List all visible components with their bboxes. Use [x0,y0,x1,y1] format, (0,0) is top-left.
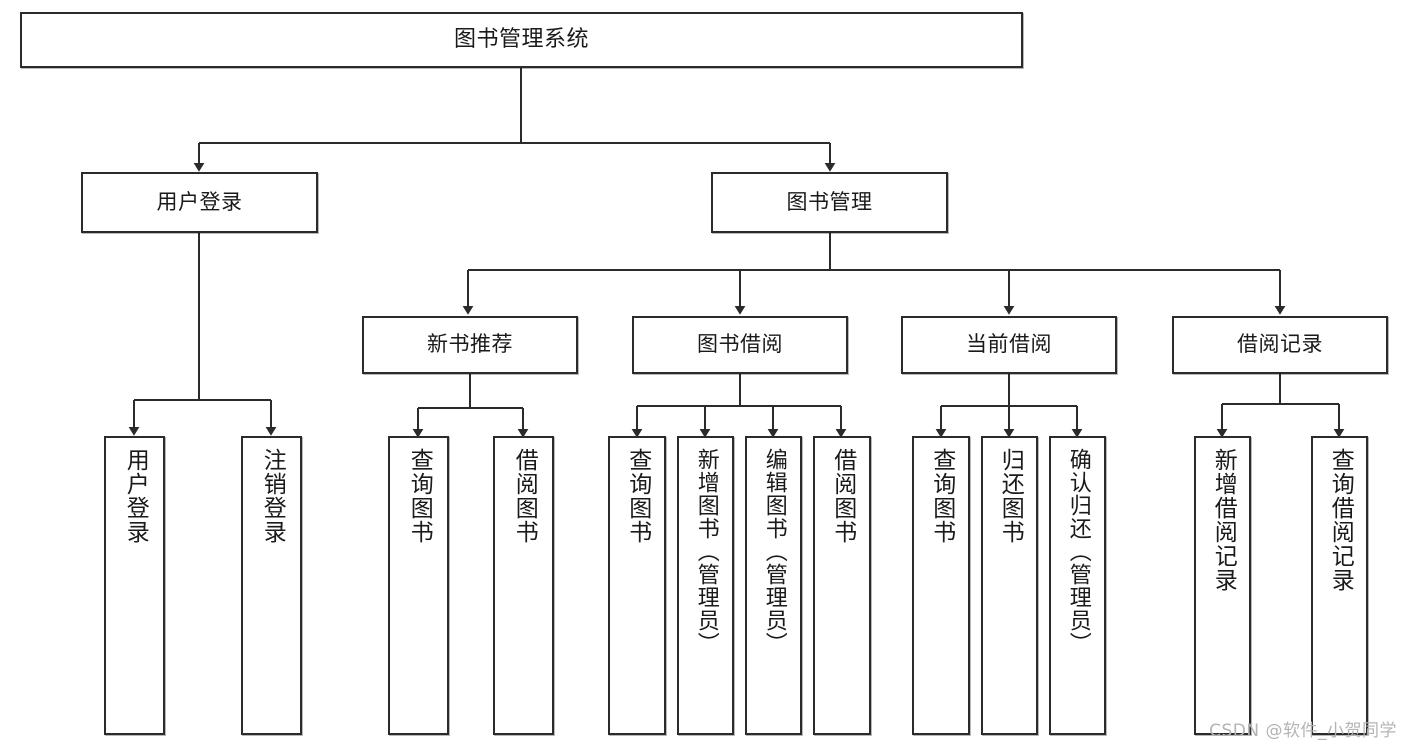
node-leaf-query-book-2[interactable]: 查询图书 [608,436,666,735]
node-leaf-user-login[interactable]: 用户登录 [104,436,165,735]
node-book-manage[interactable]: 图书管理 [711,172,948,233]
node-label: 确认归还（管理员） [1065,448,1091,655]
node-leaf-add-book[interactable]: 新增图书（管理员） [677,436,734,735]
node-label: 用户登录 [156,189,243,214]
node-label: 查询图书 [406,448,433,544]
node-leaf-user-logout[interactable]: 注销登录 [241,436,302,735]
node-label: 查询借阅记录 [1327,448,1354,592]
node-leaf-borrow-book-2[interactable]: 借阅图书 [813,436,871,735]
node-leaf-query-record[interactable]: 查询借阅记录 [1311,436,1368,735]
node-leaf-confirm-return[interactable]: 确认归还（管理员） [1049,436,1106,735]
node-leaf-edit-book[interactable]: 编辑图书（管理员） [745,436,802,735]
node-user-login[interactable]: 用户登录 [81,172,318,233]
node-label: 新增借阅记录 [1210,448,1237,592]
node-leaf-borrow-book-1[interactable]: 借阅图书 [493,436,554,735]
node-book-borrow[interactable]: 图书借阅 [632,316,848,374]
node-label: 注销登录 [259,448,286,544]
node-label: 借阅图书 [511,448,538,544]
node-current-borrow[interactable]: 当前借阅 [901,316,1117,374]
node-label: 查询图书 [928,448,955,544]
node-label: 图书借阅 [697,332,783,357]
node-label: 查询图书 [624,448,651,544]
node-label: 编辑图书（管理员） [761,448,787,655]
node-label: 图书管理系统 [453,26,589,52]
node-leaf-query-book-3[interactable]: 查询图书 [912,436,970,735]
node-leaf-return-book[interactable]: 归还图书 [981,436,1038,735]
node-borrow-record[interactable]: 借阅记录 [1172,316,1388,374]
node-label: 新书推荐 [427,332,513,357]
node-leaf-add-record[interactable]: 新增借阅记录 [1194,436,1251,735]
node-label: 借阅记录 [1237,332,1323,357]
node-label: 用户登录 [122,448,149,544]
node-root-system[interactable]: 图书管理系统 [20,12,1023,68]
node-new-book-recommend[interactable]: 新书推荐 [362,316,578,374]
node-leaf-query-book-1[interactable]: 查询图书 [388,436,449,735]
node-label: 借阅图书 [829,448,856,544]
node-label: 图书管理 [786,189,873,214]
node-label: 归还图书 [997,448,1024,544]
csdn-watermark: CSDN @软件_小贺同学 [1209,721,1397,741]
node-label: 新增图书（管理员） [693,448,719,655]
node-label: 当前借阅 [966,332,1052,357]
